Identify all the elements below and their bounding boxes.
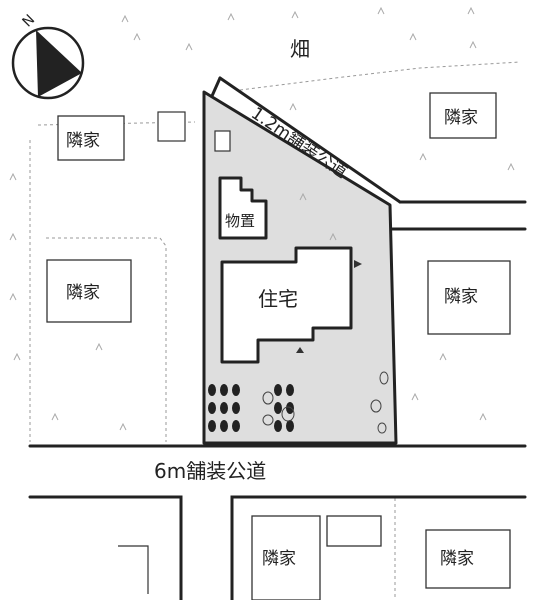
path-road xyxy=(210,76,527,231)
main-road xyxy=(28,444,527,600)
neighbor-structure-s xyxy=(326,515,382,547)
neighbor-house-e xyxy=(427,260,511,335)
north-arrow-icon xyxy=(36,30,82,97)
neighbor-ne-label: 隣家 xyxy=(444,108,478,128)
neighbor-e-label: 隣家 xyxy=(444,287,478,307)
shrubs xyxy=(208,384,294,432)
neighbor-house-ne xyxy=(429,92,497,139)
neighbor-sw-label: 隣家 xyxy=(262,549,296,569)
house-label: 住宅 xyxy=(258,287,298,311)
entrance-marker xyxy=(354,260,362,268)
small-structure xyxy=(157,111,186,142)
neighbor-house-nw xyxy=(57,115,125,161)
compass: N xyxy=(11,12,85,100)
house xyxy=(220,246,353,364)
main-road-label: 6m舗装公道 xyxy=(154,459,266,483)
neighbor-w-label: 隣家 xyxy=(66,283,100,303)
neighbor-lot-line xyxy=(118,545,149,594)
neighbor-se-label: 隣家 xyxy=(440,549,474,569)
neighbor-house-se xyxy=(425,529,511,589)
entrance-marker xyxy=(296,347,304,353)
storage-label: 物置 xyxy=(225,212,255,230)
neighbor-house-sw xyxy=(251,515,321,600)
grass-marks xyxy=(9,6,515,431)
field-label: 畑 xyxy=(290,37,310,61)
stepping-stones xyxy=(262,371,389,434)
storage-shed xyxy=(218,176,268,240)
compass-north-label: N xyxy=(20,12,39,31)
neighbor-house-w xyxy=(46,259,132,323)
small-structure xyxy=(214,130,231,152)
neighbor-nw-label: 隣家 xyxy=(66,131,100,151)
